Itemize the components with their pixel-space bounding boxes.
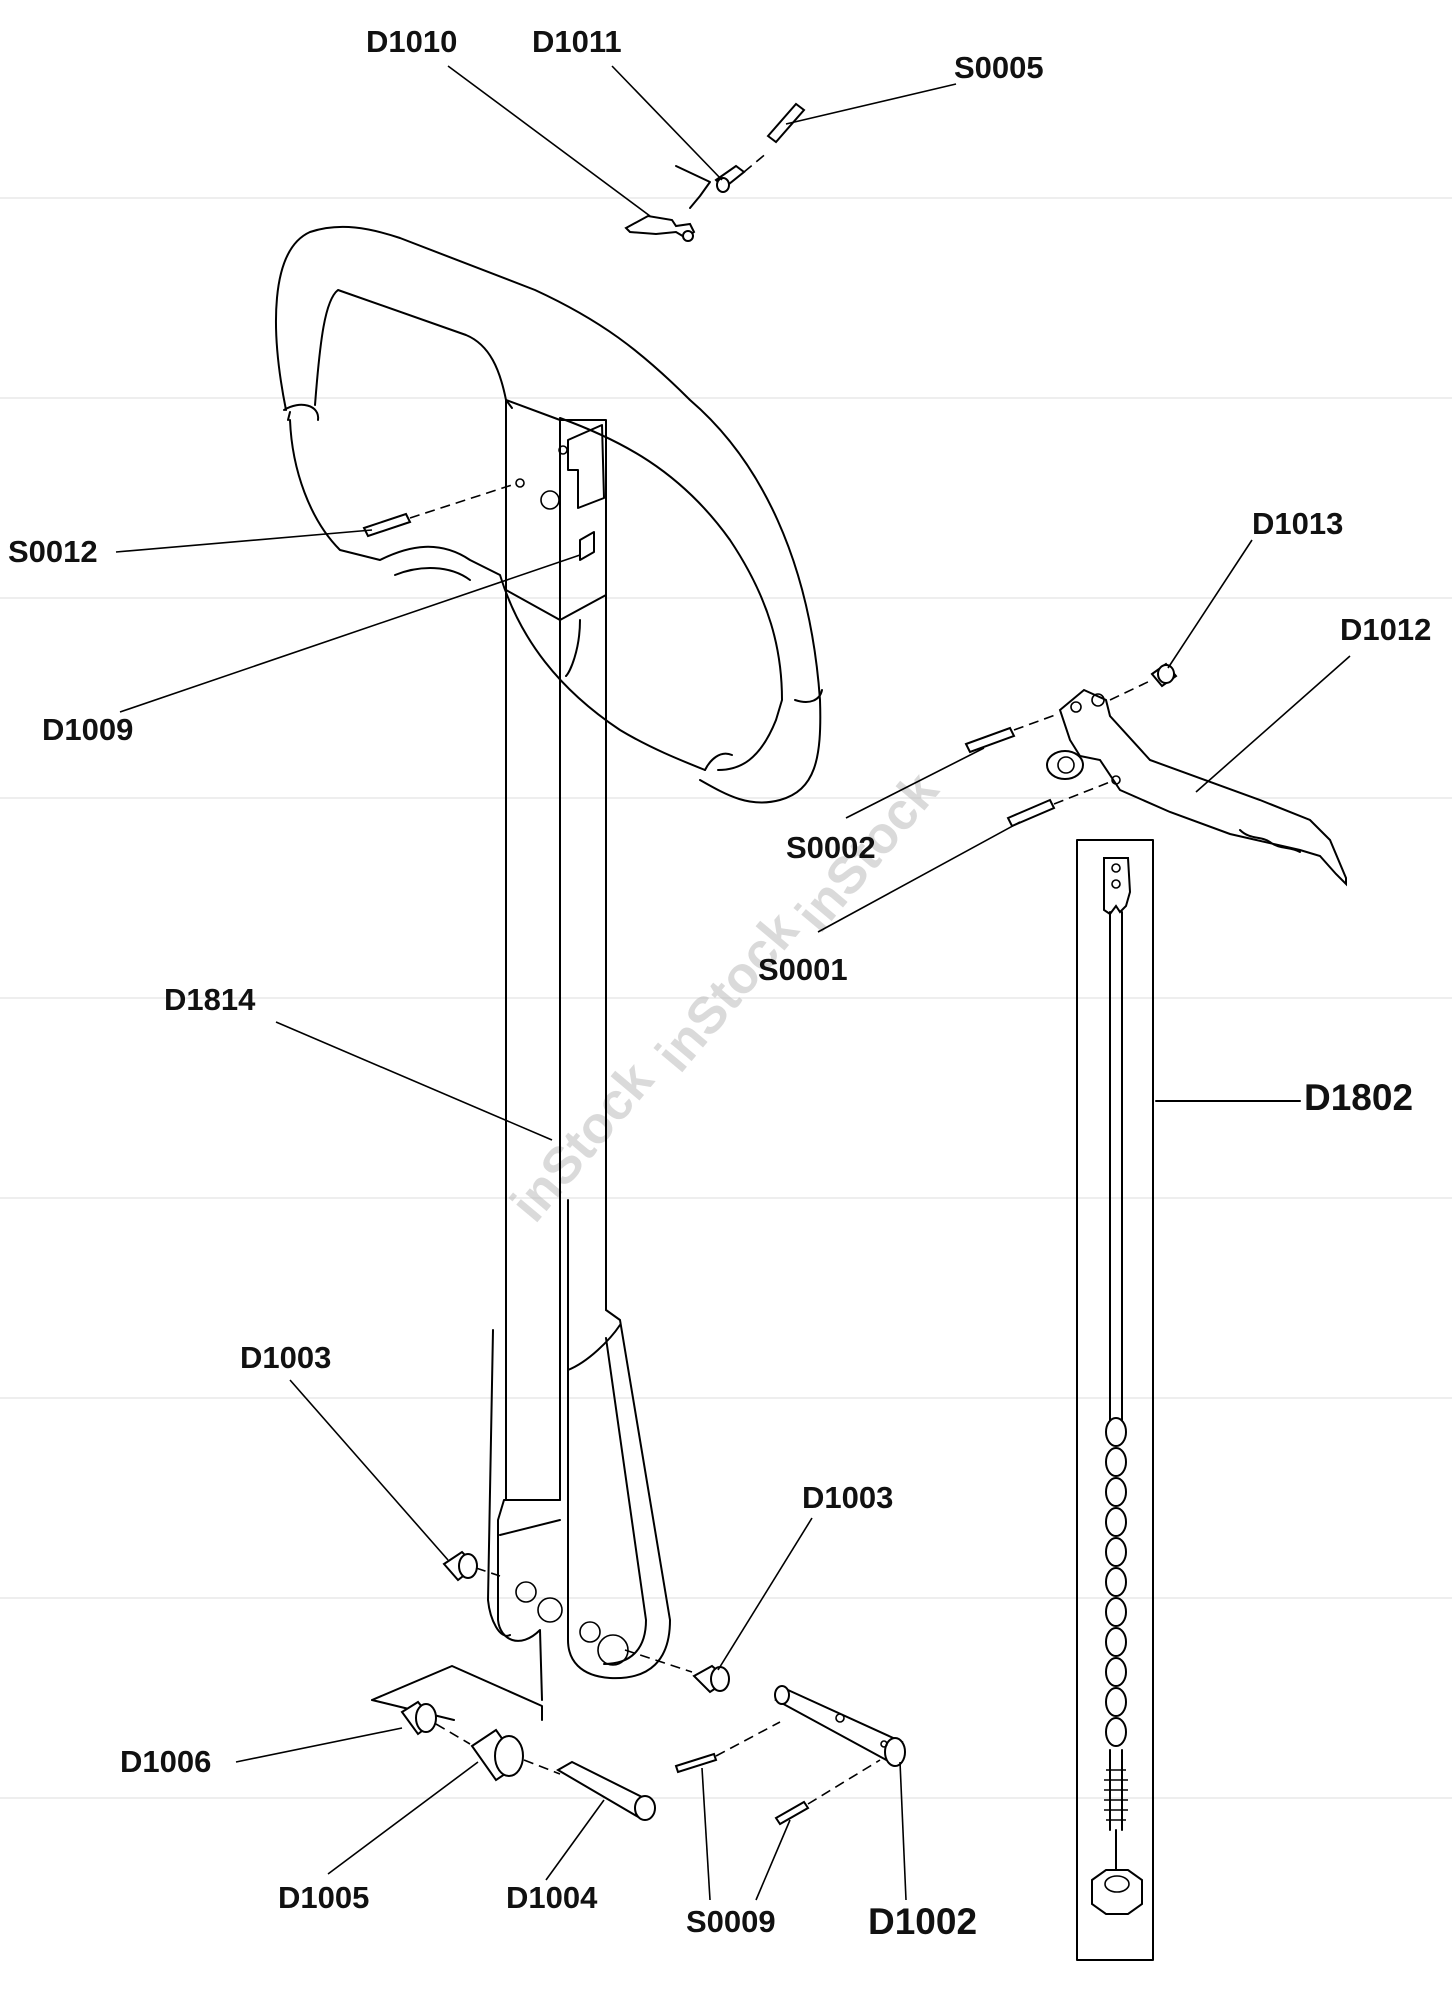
label-d1005: D1005 <box>278 1880 369 1915</box>
part-labels: D1010 D1011 S0005 S0012 D1009 D1013 D101… <box>8 24 1431 1942</box>
chain <box>1105 1417 1127 1747</box>
watermark-text: inStock <box>500 1051 665 1232</box>
pump-handle <box>275 225 823 1721</box>
chain-rod-box <box>1076 839 1154 1961</box>
leader-lines <box>115 65 1351 1901</box>
label-s0002: S0002 <box>786 830 876 865</box>
label-d1010: D1010 <box>366 24 457 59</box>
label-d1009: D1009 <box>42 712 133 747</box>
release-lever <box>964 662 1347 887</box>
label-d1011: D1011 <box>532 24 622 59</box>
watermark: inStock inStock inStock <box>500 761 950 1232</box>
label-d1802: D1802 <box>1304 1077 1413 1118</box>
label-d1002: D1002 <box>868 1901 977 1942</box>
handle-pin <box>362 483 516 538</box>
label-d1003-right: D1003 <box>802 1480 893 1515</box>
base-pins <box>400 1550 906 1826</box>
label-d1004: D1004 <box>506 1880 598 1915</box>
label-d1012: D1012 <box>1340 612 1431 647</box>
label-d1814: D1814 <box>164 982 256 1017</box>
label-s0001: S0001 <box>758 952 848 987</box>
label-d1006: D1006 <box>120 1744 211 1779</box>
scan-guide-lines <box>0 197 1452 1799</box>
label-d1013: D1013 <box>1252 506 1343 541</box>
label-s0012: S0012 <box>8 534 98 569</box>
label-s0005: S0005 <box>954 50 1044 85</box>
label-s0009: S0009 <box>686 1904 776 1939</box>
threaded-end <box>1091 1749 1143 1915</box>
watermark-text: inStock <box>645 901 810 1082</box>
label-d1003-left: D1003 <box>240 1340 331 1375</box>
latch-parts <box>624 102 806 242</box>
